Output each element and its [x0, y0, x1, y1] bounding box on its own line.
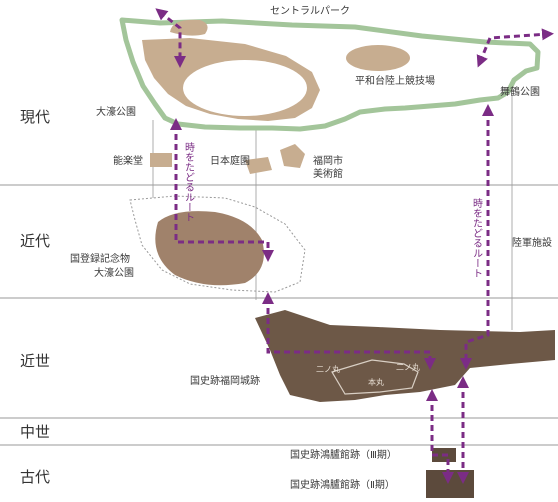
label-army-facility: 陸軍施設	[512, 236, 552, 249]
label-korokan-2: 国史跡鴻臚館跡（Ⅱ期）	[290, 478, 395, 491]
route-castle-path	[262, 292, 436, 370]
label-maizuru-park: 舞鶴公園	[500, 85, 540, 98]
route-korokan-a	[426, 389, 454, 484]
route-right-path	[460, 104, 494, 370]
label-castle-ruins: 国史跡福岡城跡	[190, 374, 260, 387]
label-route-right: 時をたどるルート	[471, 198, 483, 278]
label-registered-monument-1: 国登録記念物	[70, 252, 130, 265]
time-routes	[155, 8, 554, 484]
label-noh-theater: 能楽堂	[113, 154, 143, 167]
ohori-kindai-shape	[155, 211, 264, 286]
kindai-layer	[129, 195, 306, 293]
label-japanese-garden: 日本庭園	[210, 154, 250, 167]
route-left-path	[170, 118, 274, 262]
era-label-kodai: 古代	[20, 468, 50, 486]
era-label-modern: 現代	[20, 108, 50, 126]
art-museum-shape	[280, 144, 305, 168]
era-label-kinsei: 近世	[20, 352, 50, 370]
kinsei-layer	[255, 310, 555, 402]
label-route-left: 時をたどるルート	[183, 142, 195, 222]
label-heiwadai: 平和台陸上競技場	[355, 74, 435, 87]
central-park-modern-layer	[119, 17, 541, 132]
label-ninomaru-right: 二ノ丸	[396, 362, 420, 372]
label-central-park: セントラルパーク	[270, 5, 350, 17]
korokan-2-shape	[426, 470, 474, 498]
label-art-museum-2: 美術館	[313, 167, 343, 180]
fukuoka-castle-shape	[255, 310, 555, 402]
heiwadai-stadium-shape	[346, 45, 410, 71]
label-honmaru: 本丸	[368, 377, 384, 387]
route-top-left	[155, 8, 186, 68]
route-top-right	[476, 28, 554, 68]
label-registered-monument-2: 大濠公園	[94, 266, 134, 279]
label-art-museum-1: 福岡市	[313, 154, 343, 167]
label-korokan-3: 国史跡鴻臚館跡（Ⅲ期）	[290, 448, 397, 461]
noh-theater-shape	[150, 153, 172, 167]
era-label-chusei: 中世	[20, 423, 50, 441]
era-label-kindai: 近代	[20, 232, 50, 250]
label-ohori-park: 大濠公園	[96, 105, 136, 118]
label-ninomaru-left: 二ノ丸	[316, 364, 340, 374]
ohori-pond-island	[183, 60, 307, 116]
